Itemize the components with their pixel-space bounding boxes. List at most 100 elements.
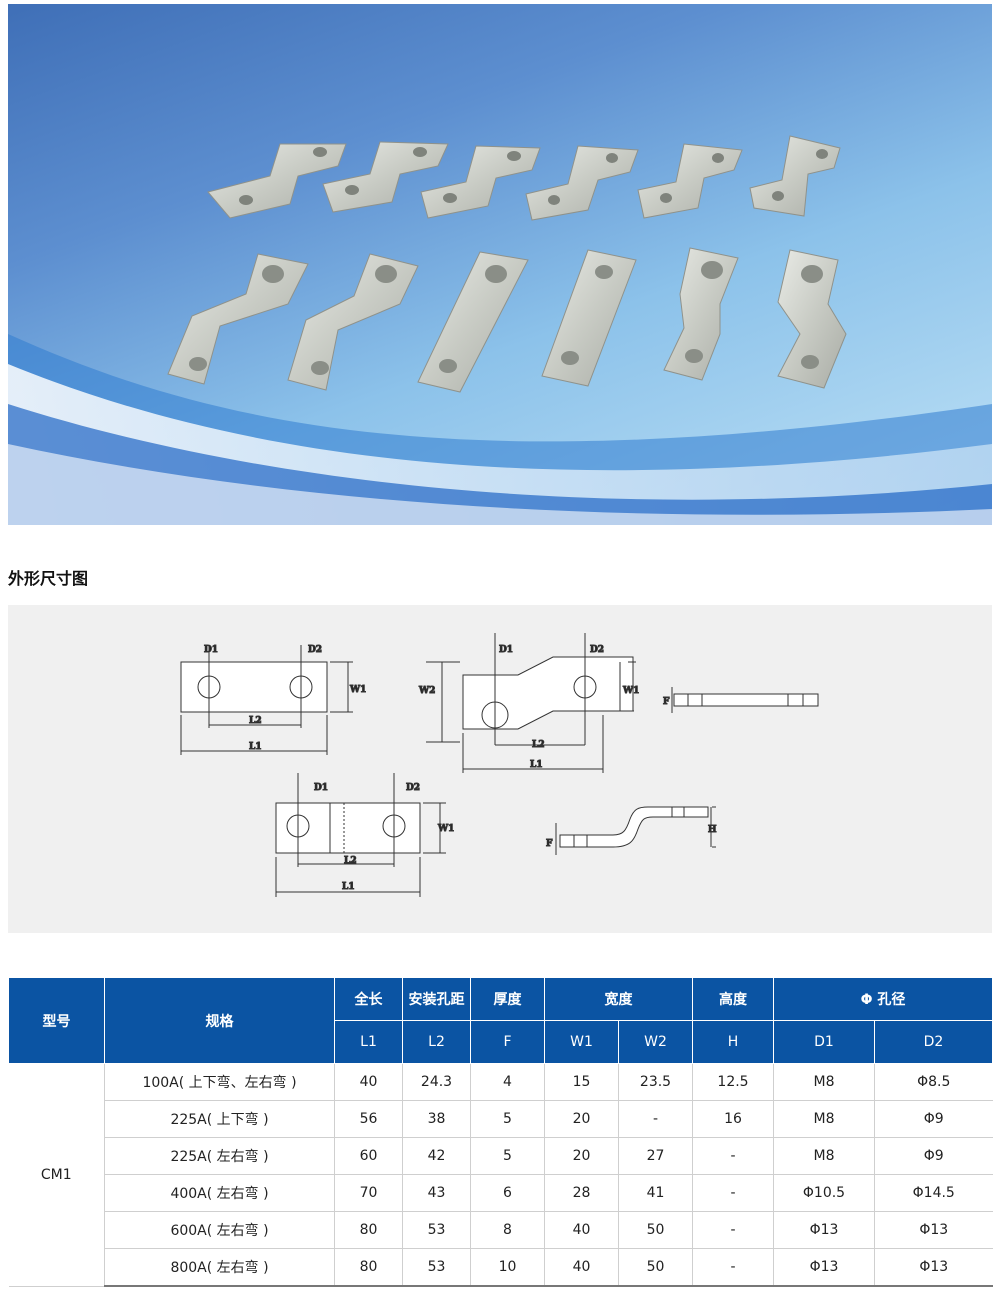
label-d1-d: D1 <box>314 783 328 793</box>
product-photo <box>8 135 992 525</box>
label-d2-a: D2 <box>308 645 322 655</box>
l2-cell: 24.3 <box>402 1063 471 1101</box>
l2-cell: 53 <box>402 1211 471 1249</box>
w2-cell: 41 <box>618 1174 693 1212</box>
label-l1-b: L1 <box>530 760 543 770</box>
table-row: CM1 100A( 上下弯、左右弯 ) 40 24.3 4 15 23.5 12… <box>8 1063 993 1287</box>
subheader-f: F <box>470 1020 545 1064</box>
spec-cell: 225A( 左右弯 ) <box>104 1137 335 1175</box>
label-w2-b: W2 <box>418 686 435 696</box>
l2-cell: 42 <box>402 1137 471 1175</box>
w1-cell: 40 <box>544 1211 619 1249</box>
l1-cell: 80 <box>334 1211 403 1249</box>
d2-cell: Φ8.5 <box>874 1063 993 1101</box>
d2-cell: Φ9 <box>874 1100 993 1138</box>
drawing-bend-side <box>555 806 716 855</box>
header-model: 型号 <box>8 977 105 1064</box>
dimension-drawing-panel: D1 D2 W1 L2 L1 D1 D2 W2 W1 L2 L1 <box>8 605 992 933</box>
spec-table: 型号 规格 全长 安装孔距 厚度 宽度 高度 Φ 孔径 L1 L2 F W1 W… <box>8 977 993 1287</box>
subheader-w2: W2 <box>618 1020 693 1064</box>
w1-cell: 40 <box>544 1248 619 1287</box>
header-hole-diameter: Φ 孔径 <box>773 977 993 1021</box>
spec-cell: 600A( 左右弯 ) <box>104 1211 335 1249</box>
label-l2-a: L2 <box>249 716 262 726</box>
drawing-side-view <box>671 687 819 713</box>
label-f-e: F <box>546 839 553 849</box>
w2-cell: 23.5 <box>618 1063 693 1101</box>
subheader-w1: W1 <box>544 1020 619 1064</box>
subheader-l1: L1 <box>334 1020 403 1064</box>
table-row: 225A( 左右弯 ) 60 42 5 20 27 - M8 Φ9 <box>9 1137 993 1175</box>
label-l1-a: L1 <box>249 742 262 752</box>
spec-cell: 100A( 上下弯、左右弯 ) <box>104 1063 335 1101</box>
h-cell: - <box>692 1174 774 1212</box>
subheader-d2: D2 <box>874 1020 993 1064</box>
h-cell: - <box>692 1211 774 1249</box>
l2-cell: 53 <box>402 1248 471 1287</box>
w2-cell: 50 <box>618 1211 693 1249</box>
l2-cell: 43 <box>402 1174 471 1212</box>
label-h-e: H <box>708 825 717 835</box>
subheader-l2: L2 <box>402 1020 471 1064</box>
l1-cell: 70 <box>334 1174 403 1212</box>
header-thickness: 厚度 <box>470 977 545 1021</box>
drawing-offset-connector <box>426 633 636 773</box>
w1-cell: 20 <box>544 1100 619 1138</box>
l2-cell: 38 <box>402 1100 471 1138</box>
spec-cell: 225A( 上下弯 ) <box>104 1100 335 1138</box>
d1-cell: Φ13 <box>773 1211 875 1249</box>
dimension-drawings: D1 D2 W1 L2 L1 D1 D2 W2 W1 L2 L1 <box>180 633 819 897</box>
drawing-bend-plan <box>275 773 446 897</box>
table-row: 225A( 上下弯 ) 56 38 5 20 - 16 M8 Φ9 <box>9 1100 993 1138</box>
d2-cell: Φ9 <box>874 1137 993 1175</box>
table-row: 600A( 左右弯 ) 80 53 8 40 50 - Φ13 Φ13 <box>9 1211 993 1249</box>
table-header-row-2: L1 L2 F W1 W2 H D1 D2 <box>9 1020 993 1064</box>
header-height: 高度 <box>692 977 774 1021</box>
product-banner <box>8 4 992 525</box>
l1-cell: 56 <box>334 1100 403 1138</box>
h-cell: - <box>692 1137 774 1175</box>
w2-cell: - <box>618 1100 693 1138</box>
d1-cell: M8 <box>773 1100 875 1138</box>
f-cell: 4 <box>470 1063 545 1101</box>
w2-cell: 50 <box>618 1248 693 1287</box>
header-spec: 规格 <box>104 977 335 1064</box>
section-title: 外形尺寸图 <box>8 569 89 588</box>
spec-cell: 800A( 左右弯 ) <box>104 1248 335 1287</box>
table-row: 800A( 左右弯 ) 80 53 10 40 50 - Φ13 Φ13 <box>9 1248 993 1287</box>
d1-cell: Φ13 <box>773 1248 875 1287</box>
h-cell: 16 <box>692 1100 774 1138</box>
label-l1-d: L1 <box>342 882 355 892</box>
subheader-h: H <box>692 1020 774 1064</box>
header-total-length: 全长 <box>334 977 403 1021</box>
l1-cell: 80 <box>334 1248 403 1287</box>
w1-cell: 15 <box>544 1063 619 1101</box>
drawing-straight-connector <box>180 645 353 755</box>
f-cell: 8 <box>470 1211 545 1249</box>
label-w1-a: W1 <box>349 685 366 695</box>
label-d2-b: D2 <box>590 645 604 655</box>
w2-cell: 27 <box>618 1137 693 1175</box>
d1-cell: M8 <box>773 1063 875 1101</box>
label-w1-d: W1 <box>437 824 454 834</box>
label-w1-b: W1 <box>622 686 639 696</box>
label-d2-d: D2 <box>406 783 420 793</box>
label-d1-a: D1 <box>204 645 218 655</box>
header-width: 宽度 <box>544 977 693 1021</box>
l1-cell: 60 <box>334 1137 403 1175</box>
f-cell: 5 <box>470 1100 545 1138</box>
w1-cell: 28 <box>544 1174 619 1212</box>
d1-cell: Φ10.5 <box>773 1174 875 1212</box>
header-hole-distance: 安装孔距 <box>402 977 471 1021</box>
label-l2-d: L2 <box>344 856 357 866</box>
w1-cell: 20 <box>544 1137 619 1175</box>
h-cell: - <box>692 1248 774 1287</box>
label-d1-b: D1 <box>499 645 513 655</box>
l1-cell: 40 <box>334 1063 403 1101</box>
table-header-row-1: 型号 规格 全长 安装孔距 厚度 宽度 高度 Φ 孔径 <box>8 977 993 1064</box>
label-l2-b: L2 <box>532 740 545 750</box>
subheader-d1: D1 <box>773 1020 875 1064</box>
model-cell: CM1 <box>8 1063 105 1287</box>
table-row: 400A( 左右弯 ) 70 43 6 28 41 - Φ10.5 Φ14.5 <box>9 1174 993 1212</box>
h-cell: 12.5 <box>692 1063 774 1101</box>
